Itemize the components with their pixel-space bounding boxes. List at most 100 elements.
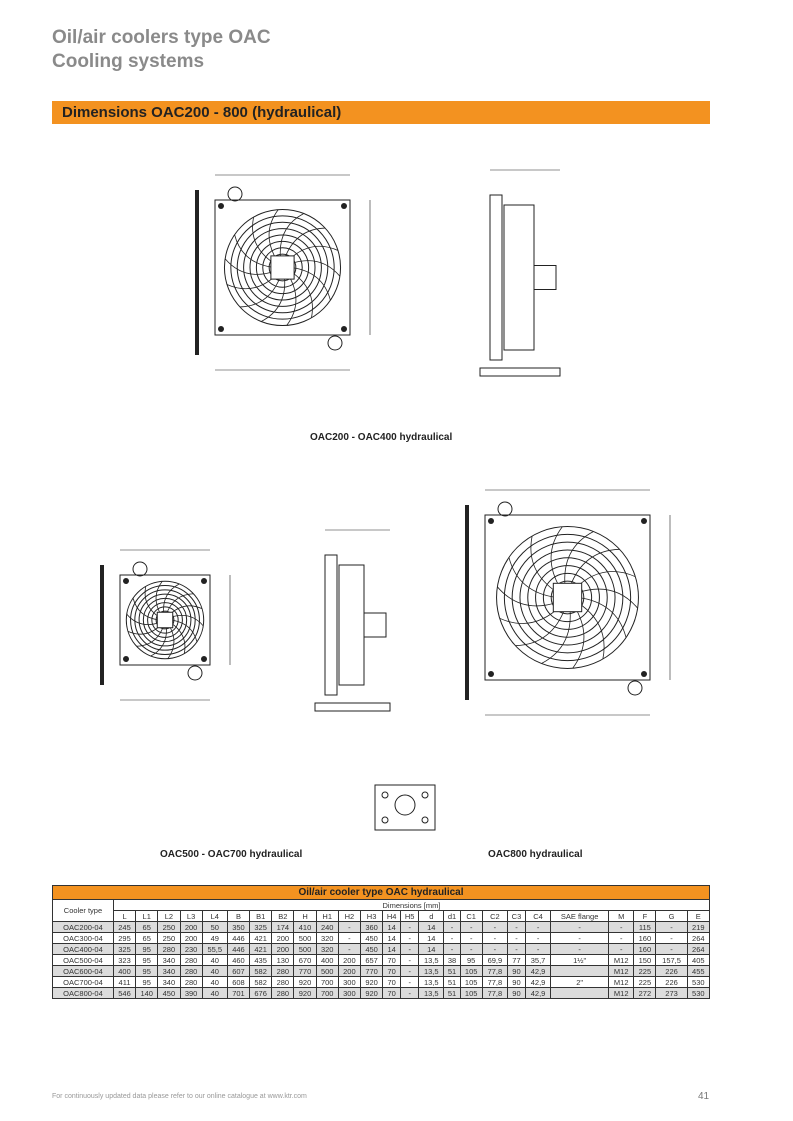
dimension-cell: 245 — [112, 921, 137, 933]
fan-guard-ring — [550, 580, 585, 615]
dimension-cell: - — [550, 921, 610, 933]
dimension-cell: - — [400, 943, 420, 955]
cooler-core-side — [324, 554, 338, 696]
dimension-cell: 280 — [179, 965, 203, 977]
dimension-cell: 446 — [226, 943, 251, 955]
fan-blade — [291, 267, 331, 301]
dimension-cell: 340 — [157, 965, 181, 977]
dimension-cell: 38 — [443, 954, 461, 966]
dimension-cell: 160 — [633, 943, 657, 955]
dimension-cell: 130 — [271, 954, 295, 966]
dimension-cell: 225 — [633, 976, 657, 988]
dimension-cell: 280 — [271, 965, 295, 977]
fan-blade — [239, 275, 281, 308]
doc-title: Oil/air coolers type OAC — [52, 27, 271, 48]
dimension-cell: 200 — [179, 932, 203, 944]
motor-side — [533, 265, 557, 290]
dimension-cell: M12 — [608, 987, 635, 999]
dimension-cell: 13,5 — [418, 987, 445, 999]
fan-blade — [165, 593, 194, 615]
dimension-cell: 50 — [201, 921, 228, 933]
column-header: G — [655, 910, 688, 922]
dimension-cell: 226 — [655, 976, 688, 988]
dimension-cell: - — [608, 932, 635, 944]
cooler-type-cell: OAC400-04 — [52, 943, 114, 955]
column-header: B1 — [249, 910, 273, 922]
motor-hub — [552, 582, 583, 613]
dimension-cell: 95 — [135, 943, 159, 955]
dimension-cell: 95 — [135, 954, 159, 966]
dimension-cell: 280 — [157, 943, 181, 955]
dimension-cell: 770 — [359, 965, 384, 977]
caption-oac800: OAC800 hydraulical — [488, 849, 583, 860]
dimension-cell: - — [337, 921, 362, 933]
section-title: Dimensions OAC200 - 800 (hydraulical) — [62, 104, 342, 121]
fan-blade — [576, 601, 605, 660]
dimension-cell: 435 — [249, 954, 273, 966]
dimension-cell: 500 — [315, 965, 339, 977]
fan-guard-ring — [155, 610, 175, 630]
dimension-cell: 340 — [157, 976, 181, 988]
mount-hole — [488, 518, 494, 524]
dimension-cell: - — [337, 932, 362, 944]
dimension-cell: 157,5 — [655, 954, 688, 966]
fan-blade — [279, 213, 304, 260]
dimension-cell: 325 — [112, 943, 137, 955]
base-foot — [314, 702, 391, 712]
dimension-cell: 42,9 — [524, 965, 552, 977]
dimension-cell: 77,8 — [481, 976, 508, 988]
dimension-cell: 105 — [459, 987, 483, 999]
dimension-cell: 77 — [506, 954, 526, 966]
drawing-oac200-side — [479, 169, 561, 377]
dimension-cell: 280 — [271, 976, 295, 988]
dimension-cell: 13,5 — [418, 965, 445, 977]
dimension-cell: 69,9 — [481, 954, 508, 966]
dimension-cell: 390 — [179, 987, 203, 999]
cooler-type-header: Cooler type — [52, 899, 114, 922]
dimension-cell: 174 — [271, 921, 295, 933]
dimension-cell: 95 — [135, 976, 159, 988]
dimension-cell: - — [400, 954, 420, 966]
drawing-oac500-side — [314, 529, 391, 712]
dimension-cell: 115 — [633, 921, 657, 933]
dimension-cell: 219 — [686, 921, 711, 933]
dimension-cell: 105 — [459, 976, 483, 988]
fan-guard-ring — [535, 565, 600, 630]
dimension-cell: 40 — [201, 987, 228, 999]
dimension-cell: 340 — [157, 954, 181, 966]
dimension-cell: 450 — [359, 932, 384, 944]
dimension-cell: 14 — [382, 932, 402, 944]
fan-housing-side — [338, 564, 365, 686]
fan-guard-ring — [255, 240, 310, 295]
dimension-cell: 701 — [226, 987, 251, 999]
dimension-cell: M12 — [608, 954, 635, 966]
fan-blade — [126, 613, 160, 625]
dimension-cell: 500 — [293, 932, 317, 944]
dimension-cell: 280 — [271, 987, 295, 999]
column-header: C3 — [506, 910, 526, 922]
dimension-cell: 530 — [686, 987, 711, 999]
flange-bore — [394, 794, 416, 816]
column-header: C4 — [524, 910, 552, 922]
dimension-cell: 250 — [157, 921, 181, 933]
mount-hole — [341, 203, 347, 209]
dimension-cell: - — [608, 943, 635, 955]
dimension-cell — [550, 987, 610, 999]
cooler-type-cell: OAC700-04 — [52, 976, 114, 988]
fan-guard-ring — [243, 228, 322, 307]
dimension-cell: - — [400, 987, 420, 999]
dimension-cell: 40 — [201, 965, 228, 977]
dimension-cell: 90 — [506, 965, 526, 977]
dimension-cell: - — [481, 943, 508, 955]
dimension-cell: 676 — [249, 987, 273, 999]
dimension-cell: 51 — [443, 976, 461, 988]
dimension-cell: 40 — [201, 976, 228, 988]
dimension-cell: - — [550, 943, 610, 955]
cooler-frame — [214, 199, 351, 336]
dimension-cell: - — [506, 921, 526, 933]
doc-subtitle: Cooling systems — [52, 51, 205, 72]
dimension-cell: 657 — [359, 954, 384, 966]
port-fitting — [187, 665, 203, 681]
